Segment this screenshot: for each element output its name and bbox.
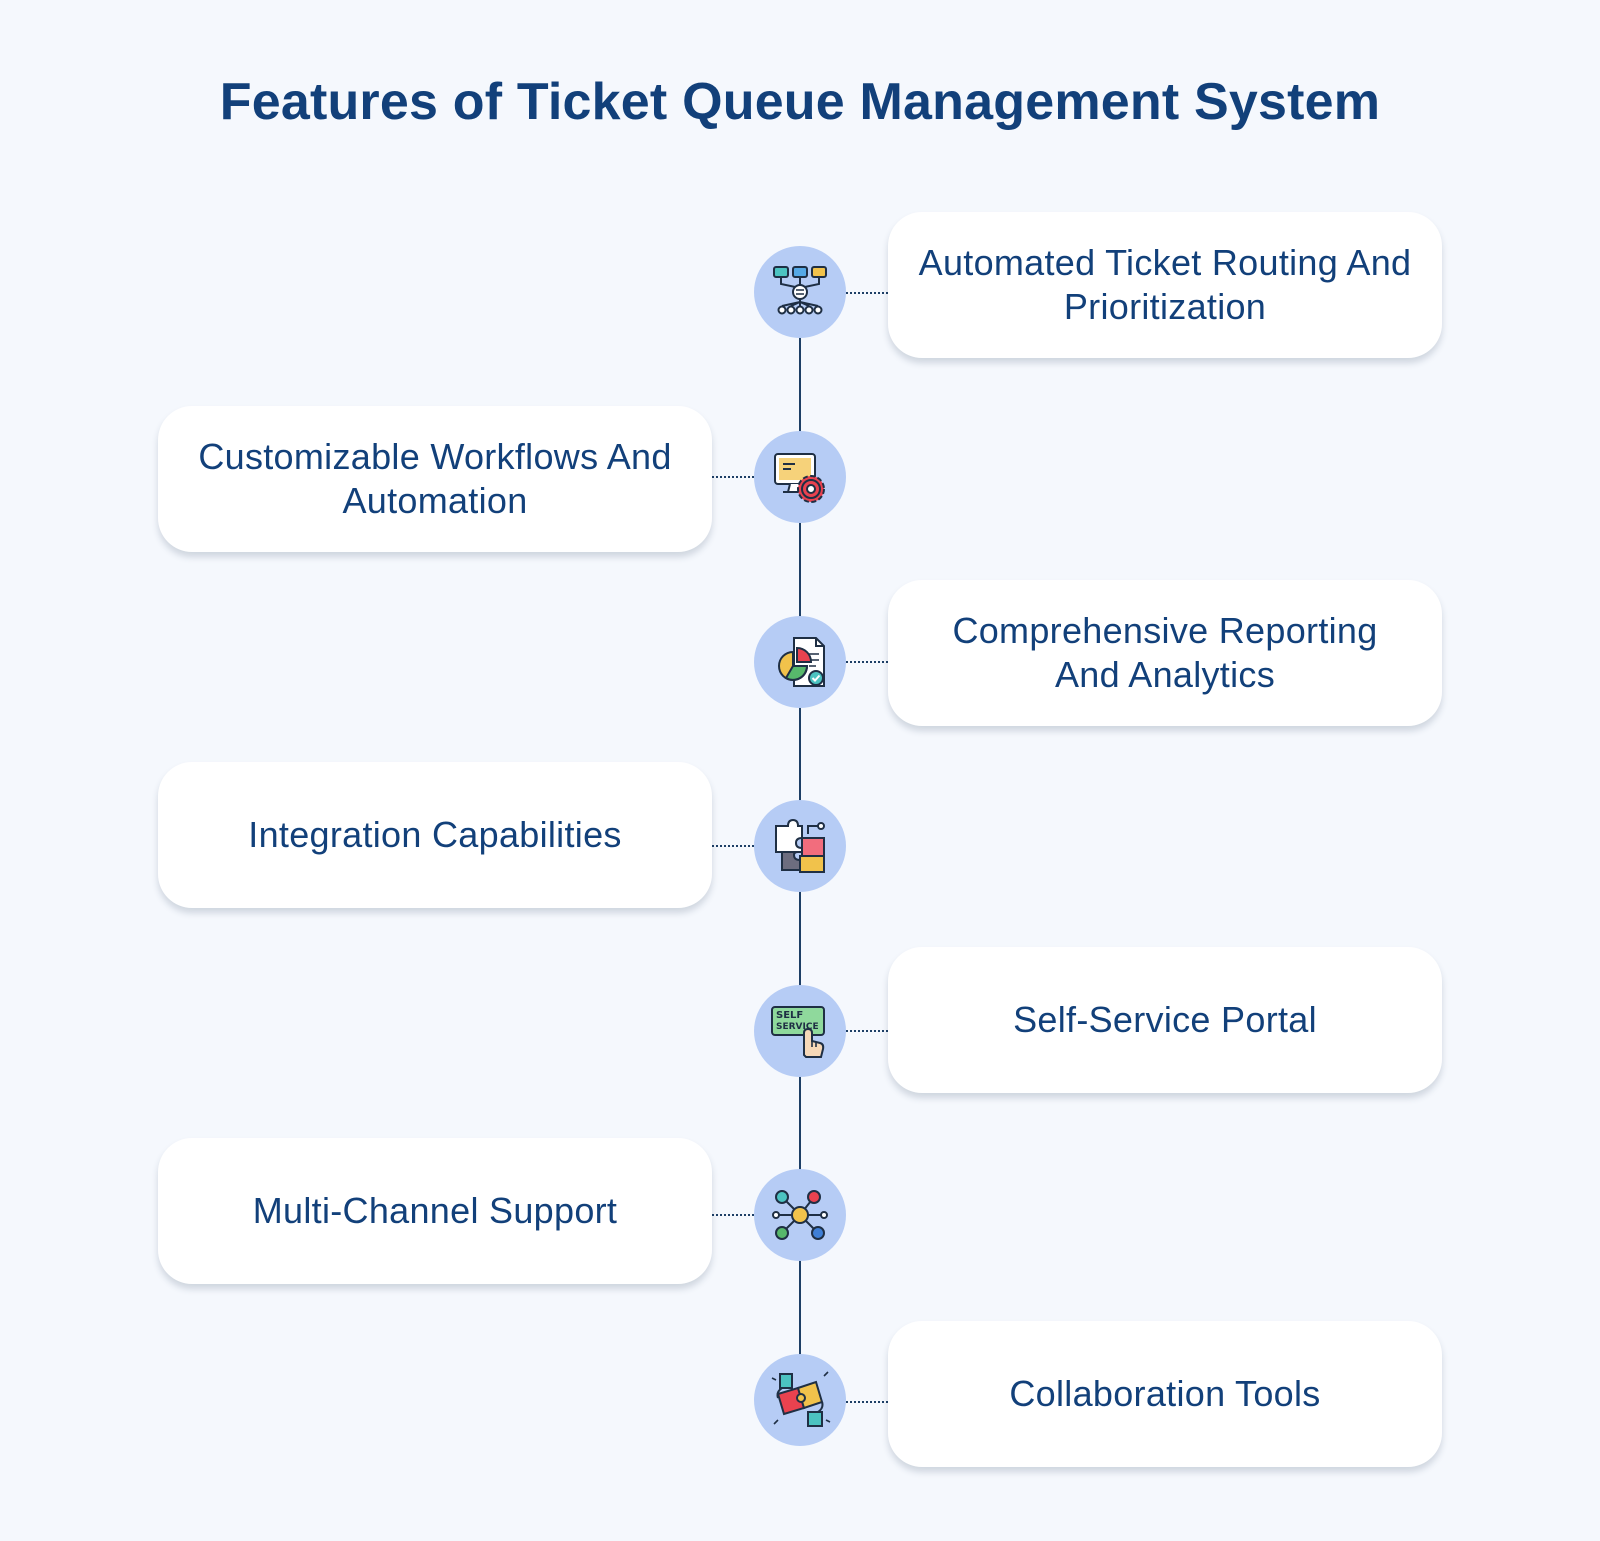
report-chart-icon xyxy=(778,637,825,687)
self-service-icon-text-2: SERVICE xyxy=(776,1022,819,1032)
feature-label-6: Multi-Channel Support xyxy=(252,1190,618,1231)
connector-1 xyxy=(846,292,888,294)
feature-card-3: Comprehensive Reporting And Analytics xyxy=(888,580,1442,726)
timeline-node-6 xyxy=(754,1169,846,1261)
timeline-node-7 xyxy=(754,1354,846,1446)
feature-card-6: Multi-Channel Support xyxy=(158,1138,712,1284)
feature-card-4: Integration Capabilities xyxy=(158,762,712,908)
connector-4 xyxy=(712,845,754,847)
self-service-icon-text-1: SELF xyxy=(776,1010,803,1021)
feature-card-7: Collaboration Tools xyxy=(888,1321,1442,1467)
page-title: Features of Ticket Queue Management Syst… xyxy=(219,73,1381,131)
feature-card-2: Customizable Workflows And Automation xyxy=(158,406,712,552)
feature-label-3: Comprehensive Reporting And Analytics xyxy=(952,610,1378,695)
connector-7 xyxy=(846,1401,888,1403)
connector-6 xyxy=(712,1214,754,1216)
timeline-node-5: SELF SERVICE xyxy=(754,985,846,1077)
timeline-node-4 xyxy=(754,800,846,892)
puzzle-integration-icon xyxy=(775,818,825,873)
feature-label-4: Integration Capabilities xyxy=(248,814,622,855)
connector-5 xyxy=(846,1030,888,1032)
timeline-node-3 xyxy=(754,616,846,708)
feature-label-7: Collaboration Tools xyxy=(1009,1373,1321,1414)
feature-card-1: Automated Ticket Routing And Prioritizat… xyxy=(888,212,1442,358)
feature-label-5: Self-Service Portal xyxy=(1013,999,1317,1040)
collaboration-puzzle-hands-icon xyxy=(771,1371,831,1427)
timeline-node-2 xyxy=(754,431,846,523)
ticket-routing-icon xyxy=(773,266,827,315)
connector-3 xyxy=(846,661,888,663)
feature-label-2: Customizable Workflows And Automation xyxy=(198,436,672,521)
timeline-node-1 xyxy=(754,246,846,338)
feature-card-5: Self-Service Portal xyxy=(888,947,1442,1093)
connector-2 xyxy=(712,476,754,478)
multi-channel-network-icon xyxy=(772,1190,828,1240)
self-service-icon: SELF SERVICE xyxy=(771,1006,825,1058)
feature-label-1: Automated Ticket Routing And Prioritizat… xyxy=(918,242,1412,327)
workflow-gear-icon xyxy=(774,453,825,503)
